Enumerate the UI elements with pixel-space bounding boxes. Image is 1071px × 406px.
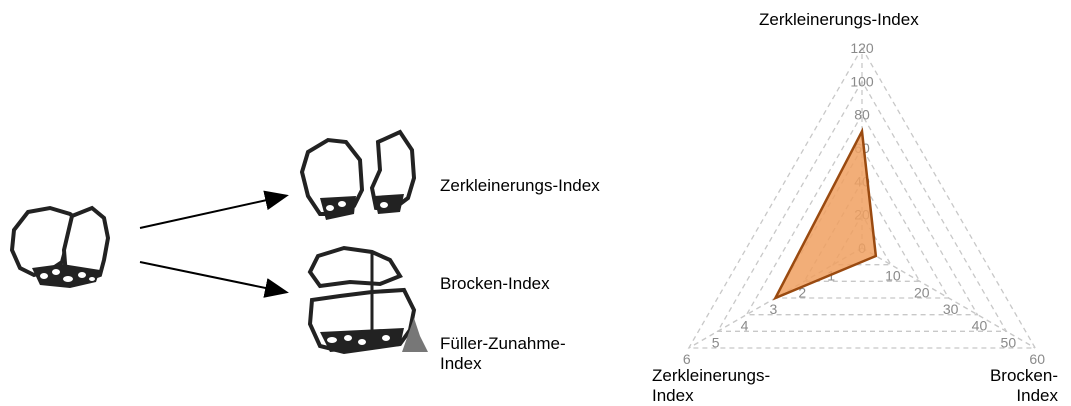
radar-tick-label: 6 — [683, 351, 691, 367]
radar-tick-label: 5 — [712, 334, 720, 350]
radar-tick-label: 60 — [1029, 351, 1045, 367]
radar-tick-label: 30 — [943, 301, 959, 317]
radar-tick-label: 4 — [741, 318, 749, 334]
radar-tick-label: 80 — [854, 107, 870, 123]
radar-axis-top-label: Zerkleinerungs-Index — [759, 10, 919, 30]
radar-tick-label: 120 — [850, 40, 874, 56]
radar-axis-right-label-line1: Brocken- — [940, 366, 1058, 386]
radar-axis-left-label-line1: Zerkleinerungs- — [652, 366, 770, 386]
radar-tick-label: 100 — [850, 73, 874, 89]
radar-series-polygon — [775, 131, 875, 298]
radar-axis-right-label-line2: Index — [940, 386, 1058, 406]
radar-tick-label: 40 — [972, 318, 988, 334]
radar-tick-label: 3 — [769, 301, 777, 317]
radar-tick-label: 50 — [1001, 334, 1017, 350]
radar-spoke — [862, 248, 1035, 348]
radar-tick-label: 10 — [885, 268, 901, 284]
radar-tick-label: 20 — [914, 284, 930, 300]
radar-axis-left-label-line2: Index — [652, 386, 694, 406]
